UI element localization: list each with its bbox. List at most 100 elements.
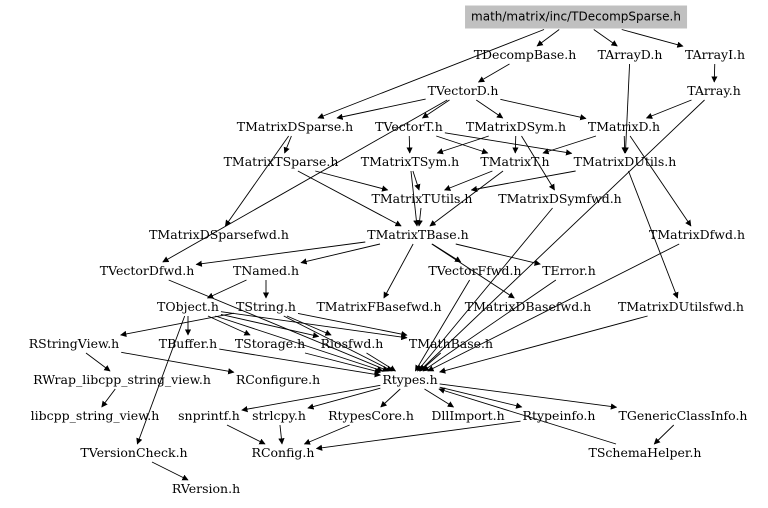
edge-TError-to-Rtypes [422, 279, 557, 372]
edge-TSchemaHelper-to-Rtypes [438, 387, 617, 445]
node-tmatrixtsym[interactable]: TMatrixTSym.h [360, 154, 460, 169]
edge-TMatrixTSym-to-TMatrixTUtils [412, 170, 421, 191]
node-tmatrixtbase[interactable]: TMatrixTBase.h [367, 227, 469, 242]
edge-TArray-to-TMatrixD [645, 99, 692, 119]
edge-TMatrixDSparse-to-TMatrixDSparsefwd [224, 135, 290, 227]
edge-TString-to-RStringView [120, 312, 235, 338]
node-tvectordfwd[interactable]: TVectorDfwd.h [99, 263, 195, 278]
edge-strlcpy-to-RConfig [278, 424, 285, 445]
edge-snprintf-to-RConfig [226, 424, 266, 445]
node-root[interactable]: math/matrix/inc/TDecompSparse.h [465, 5, 687, 29]
edge-TMatrixTBase-to-TError [455, 243, 541, 266]
edge-TMatrixTBase-to-TNamed [300, 243, 381, 265]
node-rconfig[interactable]: RConfig.h [251, 445, 315, 460]
edge-Rtypes-to-TGenericClassInfo [439, 383, 618, 410]
node-terror[interactable]: TError.h [542, 263, 596, 278]
node-libcpp-string-view[interactable]: libcpp_string_view.h [30, 408, 160, 423]
node-tvectorffwd[interactable]: TVectorFfwd.h [428, 263, 522, 278]
edge-TArray-to-Rtypes [419, 99, 705, 372]
edge-RStringView-to-RConfigure [121, 351, 235, 375]
edge-TVectorT-to-TMatrixDUtils [444, 132, 573, 156]
node-snprintf[interactable]: snprintf.h [178, 408, 240, 423]
edge-TObject-to-TVersionCheck [136, 315, 186, 445]
edge-TVectorD-to-TMatrixD [500, 98, 587, 121]
edge-TObject-to-Riosfwd [220, 313, 320, 339]
node-tmathbase[interactable]: TMathBase.h [408, 336, 494, 351]
edge-TMatrixT-to-TMatrixTBase [429, 170, 504, 227]
node-tobject[interactable]: TObject.h [157, 299, 219, 314]
edge-TString-to-Riosfwd [286, 315, 332, 336]
node-tstring[interactable]: TString.h [236, 299, 296, 314]
edge-TArrayI-to-TArray [711, 63, 718, 83]
node-tmatrixfbasefwd[interactable]: TMatrixFBasefwd.h [316, 299, 442, 314]
edge-TMatrixDUtils-to-TMatrixDUtilsfwd [628, 170, 679, 299]
edge-root-to-TArrayI [621, 29, 684, 48]
node-tvectort[interactable]: TVectorT.h [375, 119, 443, 134]
node-tgenericclassinfo[interactable]: TGenericClassInfo.h [618, 408, 748, 423]
node-riosfwd[interactable]: Riosfwd.h [320, 336, 384, 351]
edge-TString-to-TMathBase [297, 312, 408, 338]
edge-TMatrixTSparse-to-TMatrixTUtils [315, 170, 389, 192]
node-tmatrixdsym[interactable]: TMatrixDSym.h [465, 119, 567, 134]
edge-TMatrixDSparse-to-TMatrixTSparse [283, 135, 292, 154]
edge-TBuffer-to-Rtypes [219, 348, 381, 378]
node-tvectord[interactable]: TVectorD.h [427, 83, 499, 98]
node-tarrayi[interactable]: TArrayI.h [684, 47, 746, 62]
edge-TObject-to-TMathBase [220, 311, 408, 341]
node-tmatrixd[interactable]: TMatrixD.h [587, 119, 661, 134]
edge-TMatrixTUtils-to-TMatrixTBase [416, 207, 423, 227]
edge-RWrap-to-libcpp [101, 388, 116, 408]
node-tnamed[interactable]: TNamed.h [232, 263, 300, 278]
edge-TGenericClassInfo-to-TSchemaHelper [653, 424, 675, 445]
node-tmatrixtsparse[interactable]: TMatrixTSparse.h [223, 154, 339, 169]
edge-TMatrixTBase-to-TMatrixFBasefwd [383, 243, 414, 299]
edge-RtypesCore-to-RConfig [303, 424, 350, 445]
node-rstringview[interactable]: RStringView.h [28, 336, 120, 351]
node-tmatrixt[interactable]: TMatrixT.h [480, 154, 550, 169]
node-rwrap-libcpp-string-view[interactable]: RWrap_libcpp_string_view.h [33, 372, 211, 387]
node-dllimport[interactable]: DllImport.h [431, 408, 505, 423]
edge-TArrayD-to-TMatrixDUtils [622, 63, 631, 154]
node-tschemahelper[interactable]: TSchemaHelper.h [588, 445, 702, 460]
node-tmatrixdutilsfwd[interactable]: TMatrixDUtilsfwd.h [618, 299, 744, 314]
edge-TMatrixD-to-TMatrixT [542, 135, 597, 155]
node-tarray[interactable]: TArray.h [687, 83, 741, 98]
edge-TMatrixDSym-to-TMatrixDSymfwd [521, 135, 555, 191]
node-strlcpy[interactable]: strlcpy.h [252, 408, 306, 423]
edge-Rtypes-to-DllImport [424, 388, 455, 408]
edge-TMatrixDUtilsfwd-to-Rtypes [439, 315, 648, 374]
node-tversioncheck[interactable]: TVersionCheck.h [80, 445, 188, 460]
node-tdecompbase[interactable]: TDecompBase.h [473, 47, 577, 62]
node-rtypes[interactable]: Rtypes.h [382, 372, 438, 387]
node-tmatrixdbasefwd[interactable]: TMatrixDBasefwd.h [464, 299, 592, 314]
edge-TMatrixTSym-to-TMatrixTBase [410, 170, 420, 227]
node-tmatrixdsparse[interactable]: TMatrixDSparse.h [236, 119, 354, 134]
node-rtypescore[interactable]: RtypesCore.h [328, 408, 414, 423]
node-rversion[interactable]: RVersion.h [171, 481, 241, 496]
edge-TMatrixDUtils-to-TMatrixTUtils [470, 170, 576, 193]
node-tarrayd[interactable]: TArrayD.h [597, 47, 663, 62]
node-tmatrixdsparsefwd[interactable]: TMatrixDSparsefwd.h [149, 227, 289, 242]
node-tmatrixtutils[interactable]: TMatrixTUtils.h [371, 191, 473, 206]
node-tbuffer[interactable]: TBuffer.h [158, 336, 218, 351]
node-rconfigure[interactable]: RConfigure.h [235, 372, 321, 387]
edge-TMatrixDSym-to-TMatrixTSym [436, 135, 489, 155]
edge-TVectorD-to-TVectorT [421, 99, 450, 119]
edge-Rtypes-to-snprintf [241, 384, 381, 413]
edge-TMatrixT-to-TMatrixTUtils [444, 170, 493, 191]
edge-TVersionCheck-to-RVersion [151, 461, 189, 481]
edge-Rtypes-to-strlcpy [307, 387, 381, 410]
edge-TObject-to-Rtypes [215, 315, 384, 373]
edge-TNamed-to-TObject [206, 279, 247, 299]
node-tmatrixdsymfwd[interactable]: TMatrixDSymfwd.h [498, 191, 622, 206]
edge-TVectorD-to-TMatrixDSym [475, 99, 504, 119]
node-tmatrixdutils[interactable]: TMatrixDUtils.h [573, 154, 677, 169]
node-rtypeinfo[interactable]: Rtypeinfo.h [522, 408, 596, 423]
node-tmatrixdfwd[interactable]: TMatrixDfwd.h [648, 227, 746, 242]
edge-TObject-to-TStorage [207, 315, 251, 336]
edge-root-to-TDecompBase [536, 29, 560, 47]
node-tstorage[interactable]: TStorage.h [234, 336, 306, 351]
edge-TVectorFfwd-to-Rtypes [414, 279, 471, 372]
